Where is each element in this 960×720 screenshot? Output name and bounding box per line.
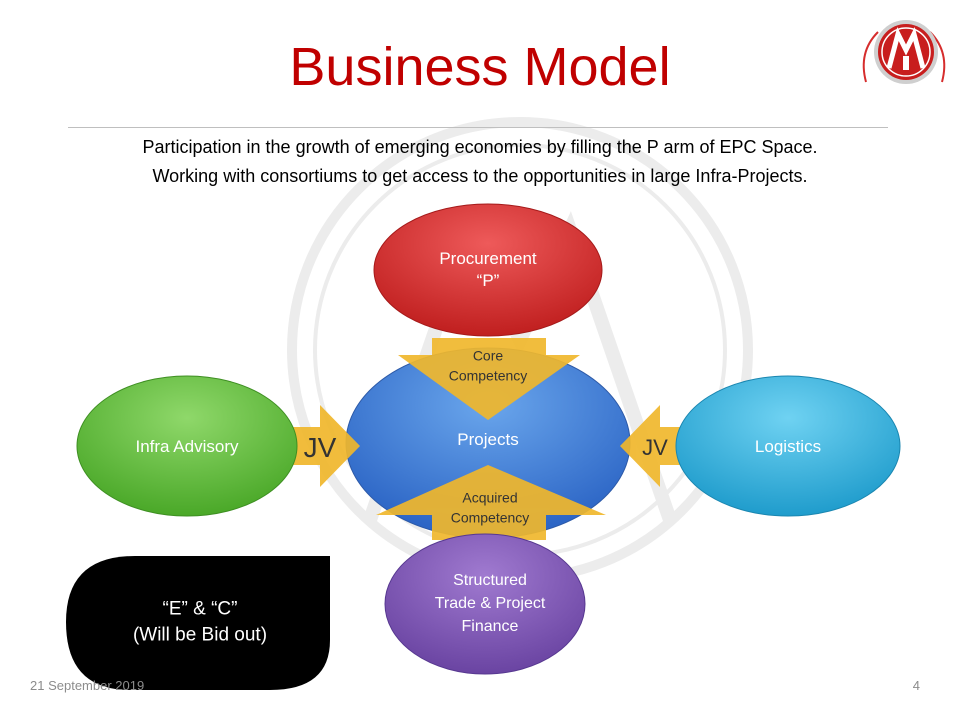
page-title: Business Model	[289, 37, 671, 97]
intro-line-2: Working with consortiums to get access t…	[152, 166, 808, 186]
core-competency-arrow	[398, 338, 580, 420]
bid-out-label: “E” & “C”(Will be Bid out)	[132, 598, 268, 645]
logistics-ellipse	[675, 375, 901, 517]
right-jv-label: JV	[642, 435, 668, 460]
left-jv-arrow	[290, 405, 360, 487]
acquired-competency-arrow	[376, 465, 606, 540]
logistics-label: Logistics	[754, 436, 822, 456]
right-jv-arrow	[620, 405, 690, 487]
footer-date: 21 September 2019	[30, 678, 145, 693]
infra-advisory-label: Infra Advisory	[135, 436, 239, 456]
left-jv-label: JV	[303, 432, 337, 463]
intro-line-1: Participation in the growth of emerging …	[142, 137, 818, 157]
company-logo	[862, 20, 946, 84]
page-number: 4	[912, 678, 920, 693]
title-divider	[68, 127, 888, 128]
infra-advisory-ellipse	[76, 375, 298, 517]
procurement-ellipse	[373, 203, 603, 337]
projects-label: Projects	[457, 429, 519, 449]
procurement-label: Procurement“P”	[439, 248, 537, 290]
finance-ellipse	[384, 533, 586, 675]
bid-out-blob	[66, 556, 330, 690]
